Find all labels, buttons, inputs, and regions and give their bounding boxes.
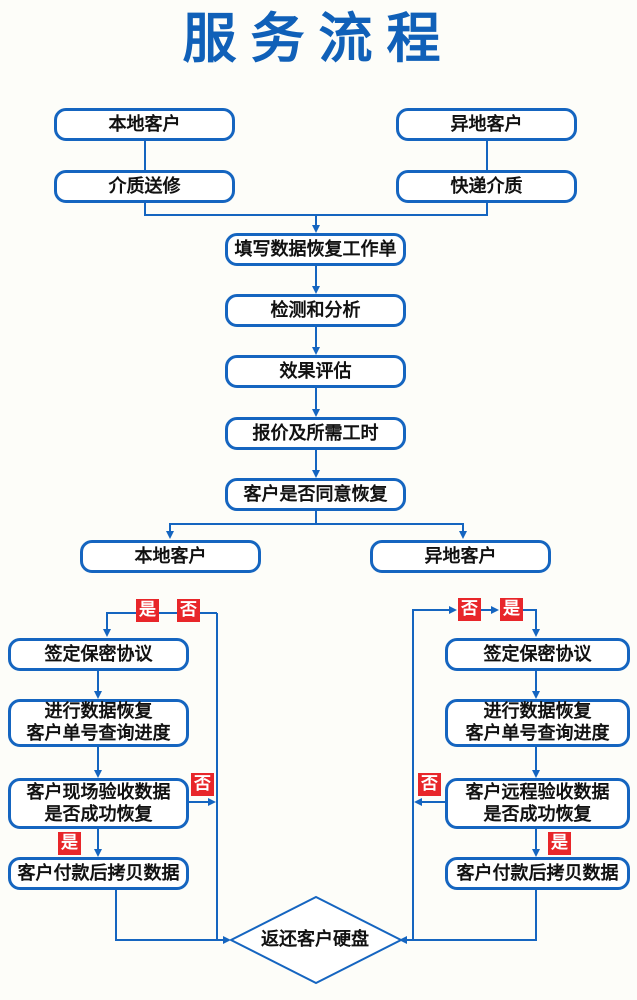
yes-badge: 是 <box>136 599 159 622</box>
remote-payment-box: 客户付款后拷贝数据 <box>445 857 630 890</box>
arrow <box>399 889 537 944</box>
local-verify-line2: 是否成功恢复 <box>44 803 153 825</box>
remote-verify-line2: 是否成功恢复 <box>483 803 592 825</box>
return-disk-label: 返还客户硬盘 <box>261 929 369 950</box>
branch-local-box: 本地客户 <box>80 540 261 573</box>
verify-no-badge: 否 <box>191 773 214 796</box>
local-recovery-line2: 客户单号查询进度 <box>26 723 171 744</box>
courier-media-box: 快递介质 <box>396 170 577 203</box>
consent-box: 客户是否同意恢复 <box>225 478 406 511</box>
local-nda-box: 签定保密协议 <box>8 638 189 671</box>
evaluation-box: 效果评估 <box>225 355 406 388</box>
verify-no-badge: 否 <box>418 773 441 796</box>
local-recovery-line1: 进行数据恢复 <box>44 701 153 722</box>
arrow <box>412 606 457 940</box>
page-title: 服务流程 <box>182 7 455 70</box>
local-payment-box: 客户付款后拷贝数据 <box>8 857 189 890</box>
quote-box: 报价及所需工时 <box>225 417 406 450</box>
verify-yes-badge: 是 <box>58 832 81 855</box>
arrow <box>103 612 217 637</box>
no-badge: 否 <box>177 599 200 622</box>
remote-verify-box: 客户远程验收数据 是否成功恢复 <box>445 778 630 829</box>
local-verify-box: 客户现场验收数据 是否成功恢复 <box>8 778 189 829</box>
local-verify-line1: 客户现场验收数据 <box>26 781 171 803</box>
branch-remote-box: 异地客户 <box>370 540 551 573</box>
arrow <box>316 523 467 539</box>
connector <box>144 203 488 216</box>
arrow <box>166 510 317 539</box>
remote-recovery-line2: 客户单号查询进度 <box>465 723 610 744</box>
fill-work-order-box: 填写数据恢复工作单 <box>225 233 406 266</box>
remote-nda-box: 签定保密协议 <box>445 638 630 671</box>
remote-recovery-box: 进行数据恢复 客户单号查询进度 <box>445 699 630 747</box>
remote-client-box: 异地客户 <box>396 108 577 141</box>
yes-badge: 是 <box>500 598 523 621</box>
remote-verify-line1: 客户远程验收数据 <box>465 781 610 803</box>
send-media-box: 介质送修 <box>54 170 235 203</box>
remote-recovery-line1: 进行数据恢复 <box>483 701 592 722</box>
local-recovery-box: 进行数据恢复 客户单号查询进度 <box>8 699 189 747</box>
verify-yes-badge: 是 <box>548 832 571 855</box>
arrow <box>115 889 231 944</box>
no-badge: 否 <box>458 598 481 621</box>
local-client-box: 本地客户 <box>54 108 235 141</box>
arrow <box>523 609 540 637</box>
end-diamond <box>228 895 404 985</box>
inspection-box: 检测和分析 <box>225 294 406 327</box>
